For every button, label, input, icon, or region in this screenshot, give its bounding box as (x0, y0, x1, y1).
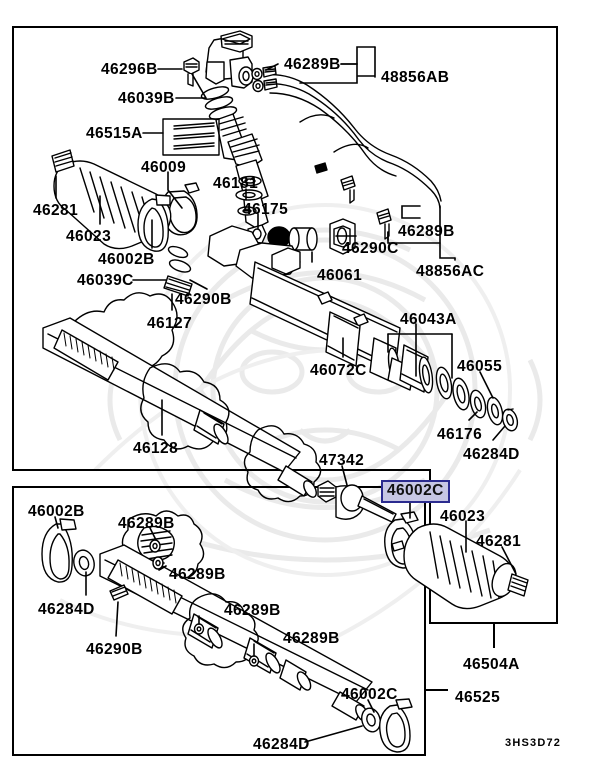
part-46284D-clip-upper (501, 408, 519, 432)
part-46289B-fittings-lower (149, 539, 260, 667)
callout-46289B[interactable]: 46289B (398, 223, 455, 240)
callout-46002B[interactable]: 46002B (28, 503, 85, 520)
diagram-code: 3HS3D72 (505, 737, 562, 749)
part-46176-seal (469, 389, 487, 419)
part-46043A-cluster (399, 344, 470, 411)
callout-46181[interactable]: 46181 (213, 175, 259, 192)
part-46061-sleeve (288, 227, 318, 251)
callout-46289B[interactable]: 46289B (284, 56, 341, 73)
part-47342-tie-rod (317, 480, 397, 523)
callout-46289B[interactable]: 46289B (283, 630, 340, 647)
callout-46176[interactable]: 46176 (437, 426, 483, 443)
callout-46002C[interactable]: 46002C (341, 686, 398, 703)
callout-46127[interactable]: 46127 (147, 315, 193, 332)
callout-46289B[interactable]: 46289B (118, 515, 175, 532)
part-46181-washers (235, 175, 263, 216)
part-46284D-ring-lower (73, 549, 95, 577)
part-46055-seal (486, 396, 504, 426)
rack-bar-upper (42, 292, 322, 503)
part-46002C-clamp-lower (379, 698, 413, 753)
callout-46289B[interactable]: 46289B (224, 602, 281, 619)
rack-assembly-lower (41, 510, 373, 722)
callout-46009[interactable]: 46009 (141, 159, 187, 176)
callout-47342[interactable]: 47342 (319, 452, 365, 469)
callout-46039C[interactable]: 46039C (77, 272, 134, 289)
part-46039C-46290B-stack (163, 245, 193, 297)
callout-46175[interactable]: 46175 (243, 201, 289, 218)
callout-48856AB[interactable]: 48856AB (381, 69, 450, 86)
callout-46515A[interactable]: 46515A (86, 125, 143, 142)
callout-46039B[interactable]: 46039B (118, 90, 175, 107)
callout-46290C[interactable]: 46290C (342, 240, 399, 257)
part-46281-clamp-right (507, 573, 529, 597)
callout-46061[interactable]: 46061 (317, 267, 363, 284)
part-46284D-ring-bottom (361, 707, 381, 733)
callout-46055[interactable]: 46055 (457, 358, 503, 375)
part-46002B-clamp-lower (41, 518, 77, 583)
callout-46023[interactable]: 46023 (66, 228, 112, 245)
part-46281-clamp-upper (51, 149, 75, 173)
callout-46284D[interactable]: 46284D (38, 601, 95, 618)
callout-46072C[interactable]: 46072C (310, 362, 367, 379)
callout-46284D[interactable]: 46284D (253, 736, 310, 753)
part-46002B-clamp-upper (137, 194, 171, 252)
upper-panel-frame (12, 26, 558, 624)
callout-46002C-selected[interactable]: 46002C (381, 480, 450, 503)
rack-housing-upper (207, 225, 415, 391)
callout-46002B[interactable]: 46002B (98, 251, 155, 268)
callout-46290B[interactable]: 46290B (175, 291, 232, 308)
hydraulic-lines (264, 74, 442, 240)
callout-46504A[interactable]: 46504A (463, 656, 520, 673)
callout-46289B[interactable]: 46289B (169, 566, 226, 583)
callout-46281[interactable]: 46281 (33, 202, 79, 219)
callout-46284D[interactable]: 46284D (463, 446, 520, 463)
callout-46043A[interactable]: 46043A (400, 311, 457, 328)
pinion-valve-housing (205, 30, 254, 89)
part-46290B-lug-lower (109, 584, 129, 601)
callout-46525[interactable]: 46525 (455, 689, 501, 706)
part-46039B-orings (200, 86, 238, 120)
callout-46296B[interactable]: 46296B (101, 61, 158, 78)
callout-46290B[interactable]: 46290B (86, 641, 143, 658)
callout-46128[interactable]: 46128 (133, 440, 179, 457)
callout-48856AC[interactable]: 48856AC (416, 263, 485, 280)
callout-46281[interactable]: 46281 (476, 533, 522, 550)
part-46296B-bolt (183, 57, 200, 87)
callout-46023[interactable]: 46023 (440, 508, 486, 525)
part-46515A-shims (162, 118, 220, 156)
